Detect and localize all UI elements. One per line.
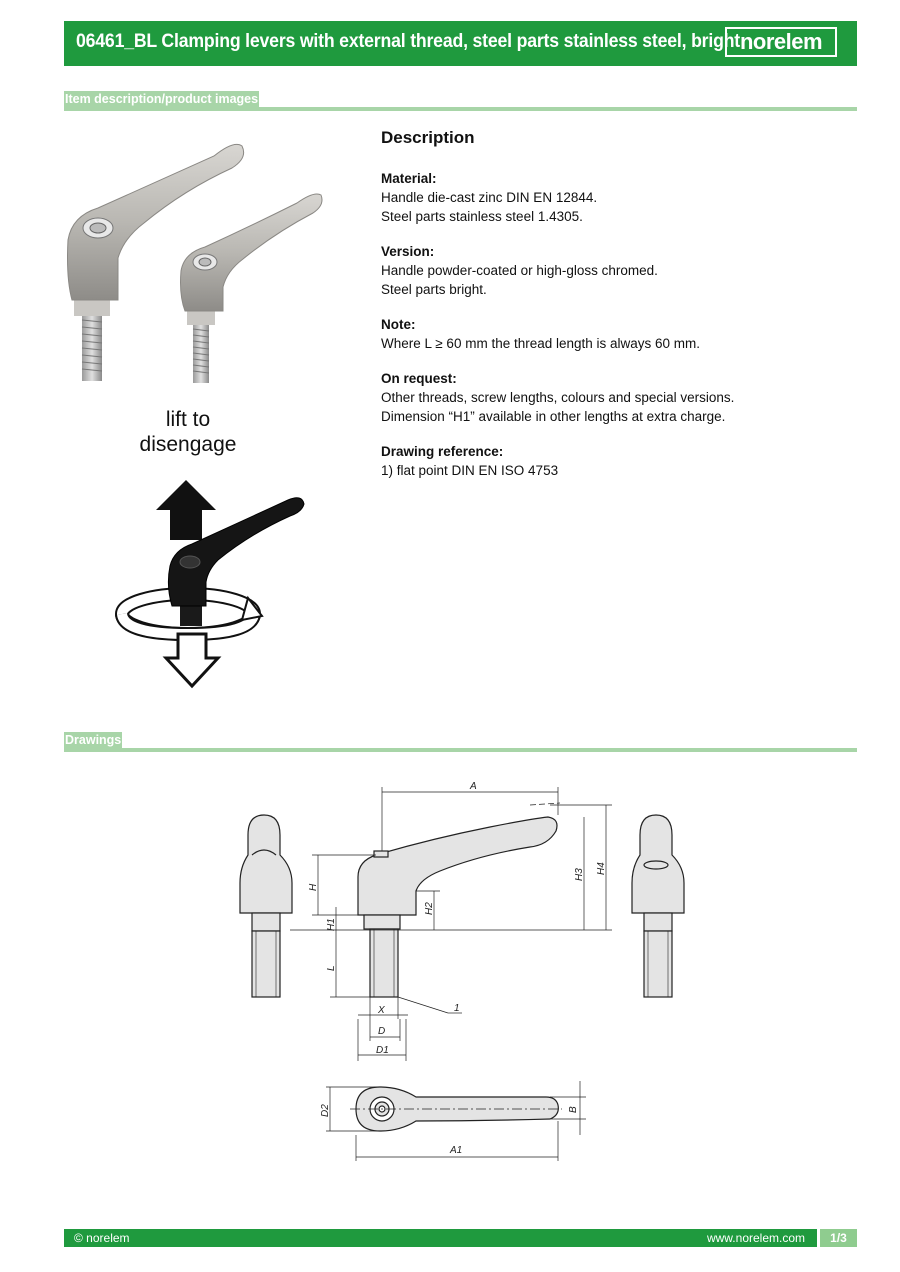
dim-H3: H3: [574, 868, 585, 881]
dim-ref-1: 1: [454, 1003, 460, 1014]
down-arrow-icon: [162, 632, 222, 689]
dim-H4: H4: [596, 862, 607, 875]
description-panel: Description Material: Handle die-cast zi…: [381, 128, 821, 496]
up-arrow-icon: [156, 480, 216, 540]
dim-A: A: [469, 781, 477, 792]
dim-A1: A1: [449, 1145, 462, 1156]
front-view-lever: [357, 816, 558, 998]
page-header: 06461_BL Clamping levers with external t…: [64, 21, 857, 66]
section-item-description: Item description/product images: [64, 91, 857, 111]
dim-D2: D2: [320, 1104, 331, 1117]
dim-X: X: [377, 1005, 385, 1016]
note-line-1: Where L ≥ 60 mm the thread length is alw…: [381, 336, 701, 351]
version-line-2: Steel parts bright.: [381, 282, 487, 297]
dim-D: D: [378, 1026, 385, 1037]
dim-H: H: [308, 883, 319, 891]
side-view-left: [239, 814, 293, 998]
material-line-2: Steel parts stainless steel 1.4305.: [381, 209, 583, 224]
dim-H2: H2: [424, 902, 435, 915]
version-heading: Version:: [381, 244, 435, 259]
small-lever: [180, 193, 323, 383]
product-image-levers: [67, 143, 323, 383]
rotate-arrow-icon: [240, 595, 264, 622]
page-footer: © norelem www.norelem.com 1/3: [64, 1229, 857, 1247]
material-block: Material: Handle die-cast zinc DIN EN 12…: [381, 169, 821, 226]
large-lever: [67, 143, 245, 381]
lift-to-disengage-text: lift to disengage: [139, 408, 237, 456]
version-block: Version: Handle powder-coated or high-gl…: [381, 242, 821, 299]
section-label-drawings: Drawings: [64, 732, 123, 748]
on-request-block: On request: Other threads, screw lengths…: [381, 369, 821, 426]
footer-url-link[interactable]: www.norelem.com: [706, 1231, 805, 1245]
on-request-heading: On request:: [381, 371, 457, 386]
dimension-labels: A H3 H4 H H1 H2 L 1 X D D1 D2 B A1: [308, 781, 607, 1156]
dim-B: B: [568, 1106, 579, 1113]
dim-D1: D1: [376, 1045, 389, 1056]
dim-H1: H1: [326, 918, 337, 931]
side-view-right: [631, 814, 685, 998]
note-heading: Note:: [381, 317, 416, 332]
product-image-disengage: [115, 480, 305, 689]
logo-text: norelem: [739, 29, 823, 54]
norelem-logo: norelem: [725, 27, 837, 57]
drawing-reference-block: Drawing reference: 1) flat point DIN EN …: [381, 442, 821, 480]
version-line-1: Handle powder-coated or high-gloss chrom…: [381, 263, 658, 278]
note-block: Note: Where L ≥ 60 mm the thread length …: [381, 315, 821, 353]
dimension-lines: [290, 787, 612, 1161]
material-heading: Material:: [381, 171, 437, 186]
on-request-line-2: Dimension “H1” available in other length…: [381, 409, 726, 424]
drawing-reference-heading: Drawing reference:: [381, 444, 504, 459]
page-number: 1/3: [817, 1229, 857, 1247]
section-label-item-description: Item description/product images: [64, 91, 260, 107]
footer-copyright: © norelem: [74, 1231, 130, 1245]
material-line-1: Handle die-cast zinc DIN EN 12844.: [381, 190, 598, 205]
drawing-reference-line-1: 1) flat point DIN EN ISO 4753: [381, 463, 559, 478]
description-heading: Description: [381, 128, 475, 147]
technical-drawing: A H3 H4 H H1 H2 L 1 X D D1 D2 B A1: [239, 781, 685, 1161]
page-title: 06461_BL Clamping levers with external t…: [76, 31, 741, 52]
section-drawings: Drawings: [64, 732, 857, 752]
dim-L: L: [326, 965, 337, 971]
on-request-line-1: Other threads, screw lengths, colours an…: [381, 390, 735, 405]
